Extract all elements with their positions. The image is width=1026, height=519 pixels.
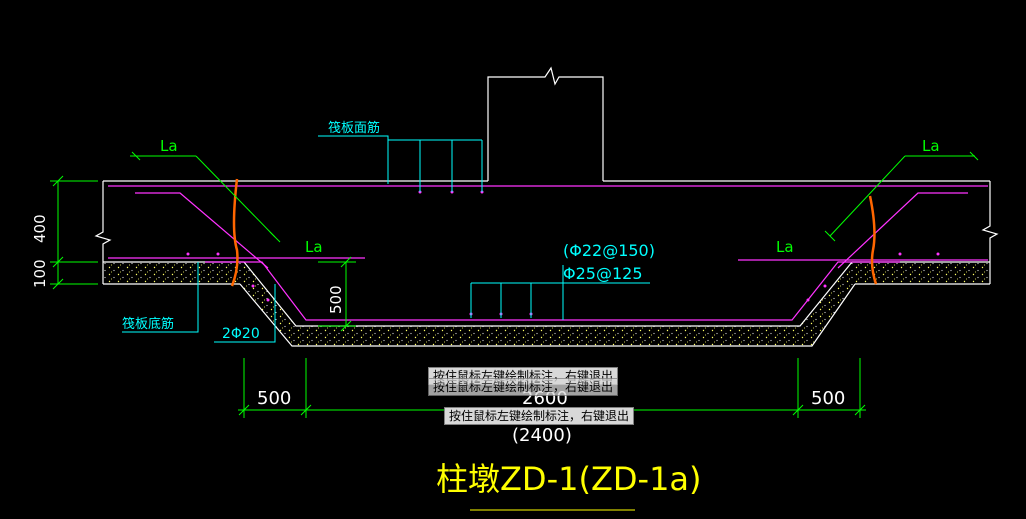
rebar-lines <box>108 185 988 321</box>
label-top-rebar: 筏板面筋 <box>328 120 380 136</box>
label-la-right-mid: La <box>776 238 794 256</box>
dim-thickness-100: 100 <box>31 259 49 288</box>
dim-right-width: 500 <box>811 388 845 409</box>
label-rebar-spec: Φ25@125 <box>563 264 643 283</box>
cushion-layer <box>103 262 990 346</box>
status-tooltip-ghost: 按住鼠标左键绘制标注，右键退出 <box>428 378 619 396</box>
label-la-right-top: La <box>922 137 940 155</box>
dim-thickness-400: 400 <box>31 214 49 243</box>
anchor-bar-left <box>230 178 239 287</box>
label-bottom-rebar: 筏板底筋 <box>122 316 174 332</box>
label-rebar-spec-alt: (Φ22@150) <box>563 241 655 260</box>
label-la-left-mid: La <box>305 238 323 256</box>
drawing-title: 柱墩ZD-1(ZD-1a) <box>436 460 702 498</box>
anchor-bar-right <box>868 195 878 285</box>
dim-total-width-alt: (2400) <box>512 425 572 446</box>
leader-lines <box>122 135 650 343</box>
dim-left-width: 500 <box>257 388 291 409</box>
la-dimension-marks <box>130 151 979 243</box>
label-la-left-top: La <box>160 137 178 155</box>
status-tooltip-lower: 按住鼠标左键绘制标注，右键退出 <box>444 407 635 425</box>
label-edge-rebar: 2Φ20 <box>222 326 260 342</box>
dim-depth-500: 500 <box>327 285 345 314</box>
annotation-labels: 筏板面筋 筏板底筋 La La La La (Φ22@150) Φ25@125 … <box>31 120 940 498</box>
pier-outline <box>94 66 999 347</box>
